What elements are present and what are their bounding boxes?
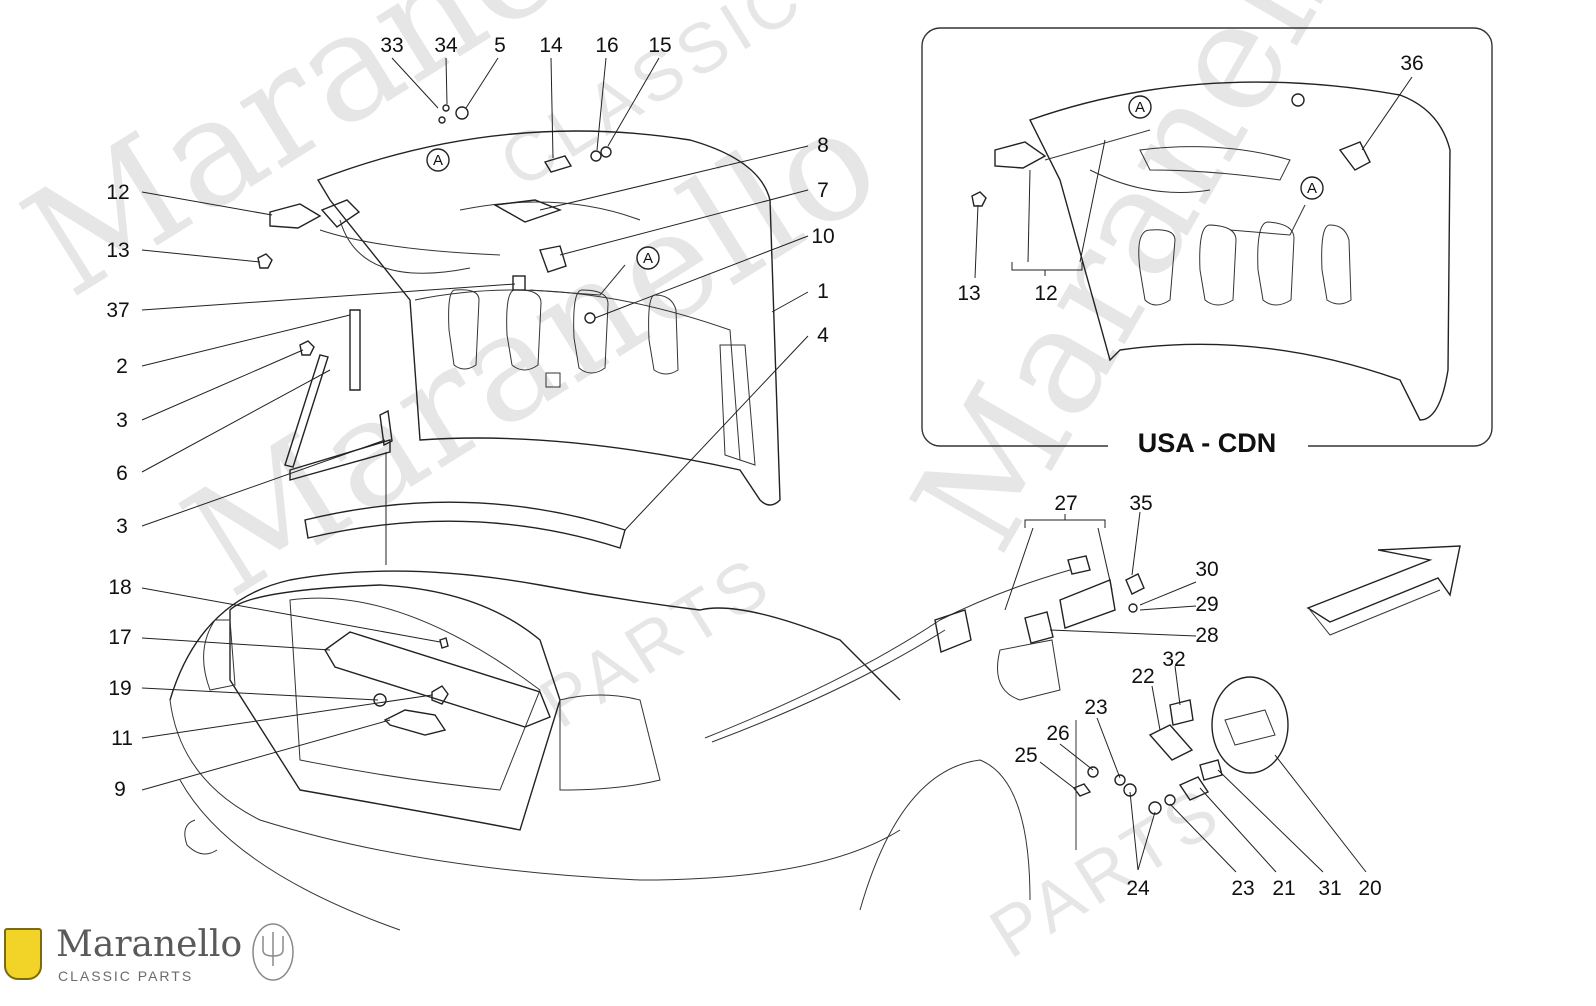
trunk-lid-drawing: A A xyxy=(257,104,781,549)
callout-12-inset: 12 xyxy=(1034,282,1057,305)
leader-lines xyxy=(141,57,1367,873)
ref-a-marker-1 xyxy=(1128,95,1152,119)
callout-26: 26 xyxy=(1046,722,1069,745)
ref-a-marker-2 xyxy=(1300,176,1324,200)
usa-cdn-inset: USA - CDN A A 36 13 12 xyxy=(921,27,1493,458)
callout-23a: 23 xyxy=(1084,696,1107,719)
callout-31: 31 xyxy=(1318,877,1341,900)
callout-12: 12 xyxy=(106,181,129,204)
svg-text:A: A xyxy=(433,152,443,169)
fuel-flap-part xyxy=(1211,676,1289,774)
callout-35: 35 xyxy=(1129,492,1152,515)
callout-18: 18 xyxy=(108,576,131,599)
callout-28: 28 xyxy=(1195,624,1218,647)
svg-text:A: A xyxy=(643,250,653,267)
brand-name: Maranello xyxy=(56,924,243,965)
callout-10: 10 xyxy=(811,225,834,248)
callout-3a: 3 xyxy=(116,409,128,432)
callout-3b: 3 xyxy=(116,515,128,538)
ref-a-marker-3 xyxy=(426,148,450,172)
svg-text:A: A xyxy=(1135,99,1145,116)
callout-9: 9 xyxy=(114,778,126,801)
callout-6: 6 xyxy=(116,462,128,485)
callout-19: 19 xyxy=(108,677,131,700)
callout-25: 25 xyxy=(1014,744,1037,767)
callout-20: 20 xyxy=(1358,877,1381,900)
callout-17: 17 xyxy=(108,626,131,649)
callout-1: 1 xyxy=(817,280,829,303)
callout-4: 4 xyxy=(817,324,829,347)
callout-21: 21 xyxy=(1272,877,1295,900)
svg-text:A: A xyxy=(1307,180,1317,197)
callout-34: 34 xyxy=(434,34,458,57)
callout-7: 7 xyxy=(817,179,829,202)
callout-22: 22 xyxy=(1131,665,1154,688)
callout-numbers: 33 34 5 14 16 15 8 7 10 1 4 12 13 37 2 3… xyxy=(106,34,1381,900)
callout-5: 5 xyxy=(494,34,506,57)
callout-2: 2 xyxy=(116,355,128,378)
callout-30: 30 xyxy=(1195,558,1218,581)
watermark-sub-2: PARTS xyxy=(527,540,786,742)
callout-11: 11 xyxy=(111,727,133,750)
brand-tagline: CLASSIC PARTS xyxy=(58,968,194,984)
callout-16: 16 xyxy=(595,34,618,57)
callout-8: 8 xyxy=(817,134,829,157)
callout-14: 14 xyxy=(539,34,563,57)
callout-13: 13 xyxy=(106,239,129,262)
callout-24: 24 xyxy=(1126,877,1150,900)
callout-13-inset: 13 xyxy=(957,282,980,305)
release-assembly-drawing xyxy=(704,545,1461,850)
inset-title: USA - CDN xyxy=(1138,428,1277,458)
callout-29: 29 xyxy=(1195,593,1218,616)
callout-37: 37 xyxy=(106,299,129,322)
car-body-drawing xyxy=(169,570,1031,931)
callout-32: 32 xyxy=(1162,648,1185,671)
callout-36: 36 xyxy=(1400,52,1423,75)
callout-15: 15 xyxy=(648,34,671,57)
trident-logo xyxy=(252,923,294,981)
callout-33: 33 xyxy=(380,34,403,57)
callout-23b: 23 xyxy=(1231,877,1254,900)
callout-27: 27 xyxy=(1054,492,1077,515)
ref-a-marker-4 xyxy=(636,246,660,270)
shield-logo-icon xyxy=(4,928,42,980)
